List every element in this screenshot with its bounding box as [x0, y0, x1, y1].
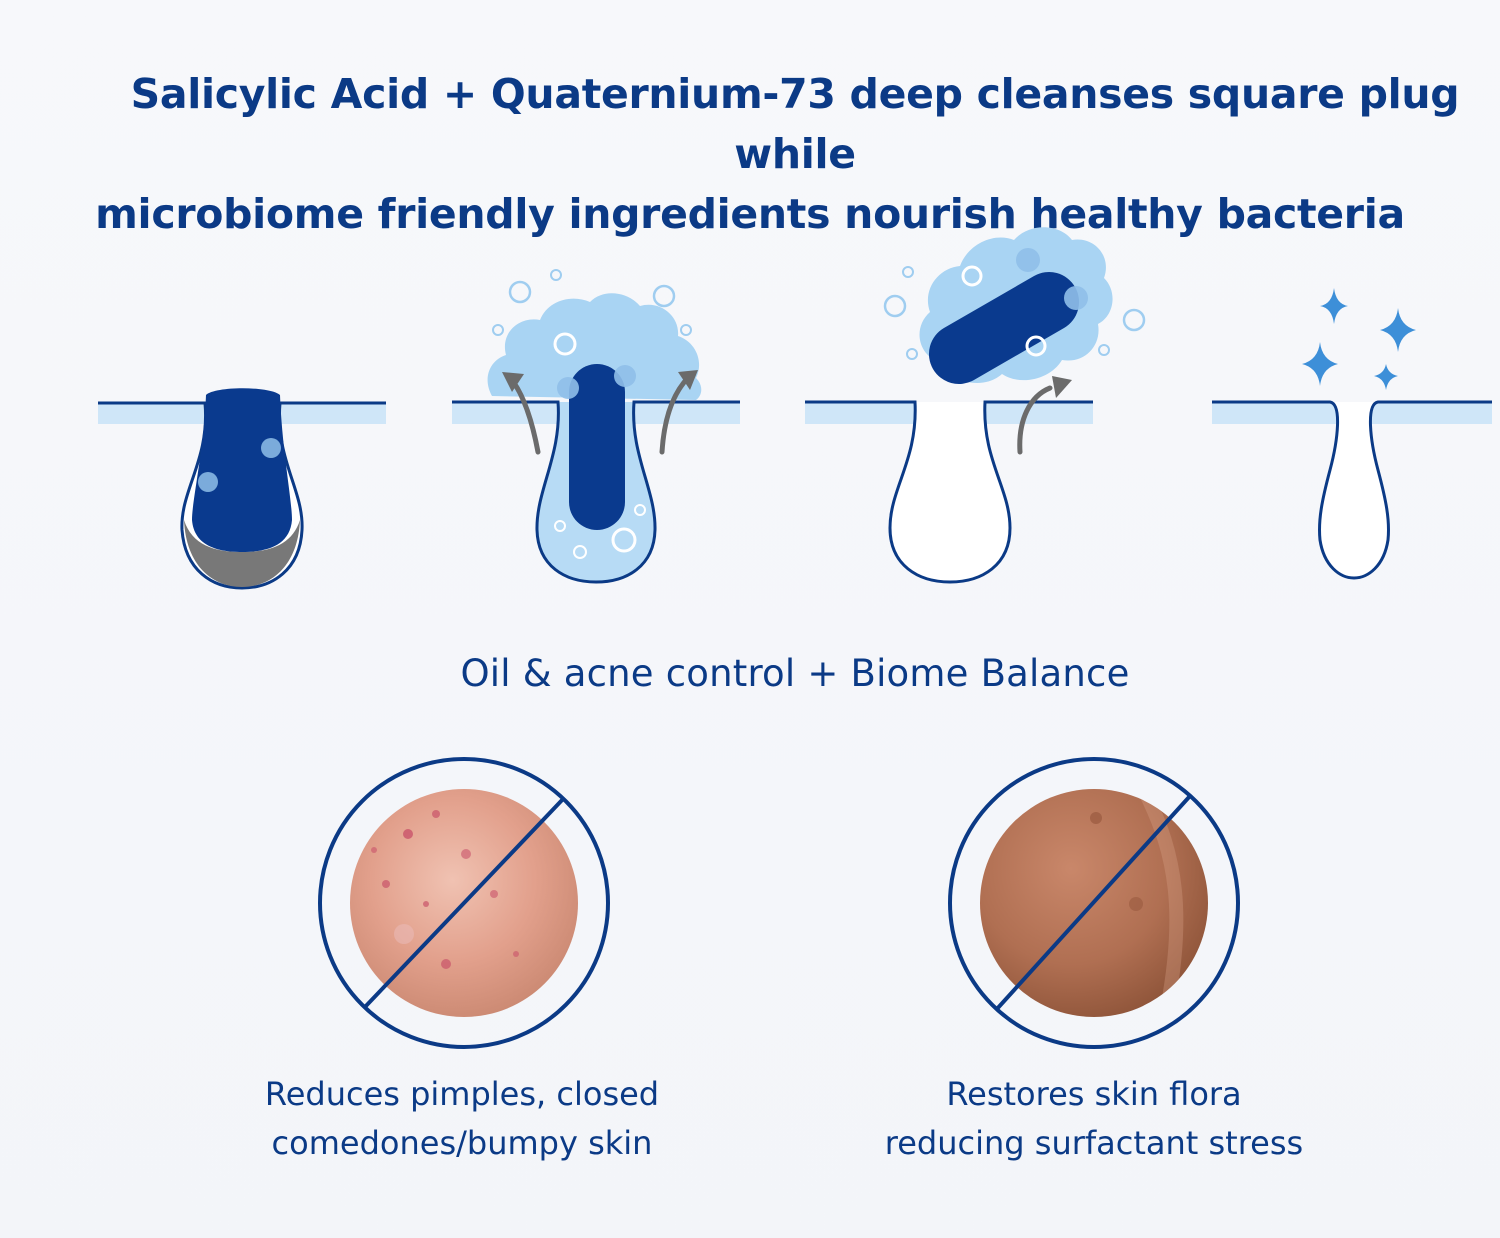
prohibition-ring — [318, 757, 610, 1049]
acne-spots — [371, 810, 519, 969]
foam-bubble — [508, 280, 532, 304]
lift-arrow-icon — [1017, 385, 1053, 455]
benefit-1-line-1: Reduces pimples, closed — [264, 1075, 660, 1113]
foam-bubble — [1122, 308, 1146, 332]
foam-bubble — [634, 504, 646, 516]
lift-arrow-head — [1052, 376, 1072, 398]
lift-arrow-icon — [659, 377, 689, 455]
sparkle-icon — [1320, 288, 1348, 324]
benefit-caption-2: Restores skin flora reducing surfactant … — [834, 1070, 1354, 1168]
headline-line-2: microbiome friendly ingredients nourish … — [95, 190, 1405, 238]
foam-bubble — [492, 324, 504, 336]
bacteria-dot — [261, 438, 281, 458]
foam-bubble — [553, 332, 577, 356]
bacteria-dot — [198, 472, 218, 492]
benefit-2-line-1: Restores skin flora — [946, 1075, 1242, 1113]
foam-bubble — [554, 520, 566, 532]
foam-cloud — [487, 293, 702, 400]
foam-bubble — [906, 348, 918, 360]
foam-bubble — [1016, 248, 1040, 272]
prohibition-slash — [362, 796, 566, 1010]
no-acne-skin-icon — [318, 757, 610, 1049]
plug — [569, 364, 625, 530]
skin-texture — [1090, 790, 1184, 1016]
foam-bubble — [557, 377, 579, 399]
foam-bubble — [652, 284, 676, 308]
stage-clogged-pore — [98, 388, 386, 590]
foam-bubble — [614, 365, 636, 387]
diagram-subtitle: Oil & acne control + Biome Balance — [460, 652, 1130, 695]
foam-bubble — [550, 269, 562, 281]
foam-bubble — [1064, 286, 1088, 310]
stage-clean-pore — [1212, 288, 1492, 580]
benefit-2-line-2: reducing surfactant stress — [884, 1124, 1304, 1162]
plug — [192, 388, 292, 552]
sebum-deposit — [184, 520, 300, 587]
foam-bubble — [573, 545, 587, 559]
headline: Salicylic Acid + Quaternium-73 deep clea… — [0, 64, 1500, 244]
benefit-caption-1: Reduces pimples, closed comedones/bumpy … — [202, 1070, 722, 1168]
headline-line-1: Salicylic Acid + Quaternium-73 deep clea… — [130, 70, 1460, 178]
foam-bubble — [1098, 344, 1110, 356]
sparkle-icon — [1302, 342, 1338, 386]
sparkle-icon — [1374, 364, 1398, 390]
no-dry-skin-icon — [948, 757, 1240, 1049]
sparkle-icon — [1380, 308, 1416, 352]
pore-outline — [1212, 400, 1492, 580]
prohibition-slash — [994, 794, 1192, 1012]
foam-bubble — [680, 324, 692, 336]
foam-bubble — [902, 266, 914, 278]
foam-bubble — [883, 294, 907, 318]
stage-plug-lifted-out — [805, 227, 1146, 584]
lift-arrow-head — [502, 372, 524, 392]
plug — [928, 271, 1080, 384]
pore-cleansing-diagram — [98, 227, 1492, 590]
pore-outline — [805, 400, 1093, 584]
foam-bubble — [1025, 335, 1047, 357]
foam-bubble — [611, 527, 637, 553]
foam-bubble — [961, 265, 983, 287]
lift-arrow-head — [678, 370, 698, 390]
benefit-1-line-2: comedones/bumpy skin — [271, 1124, 653, 1162]
stage-foaming-cleanse — [452, 269, 740, 584]
prohibition-ring — [948, 757, 1240, 1049]
